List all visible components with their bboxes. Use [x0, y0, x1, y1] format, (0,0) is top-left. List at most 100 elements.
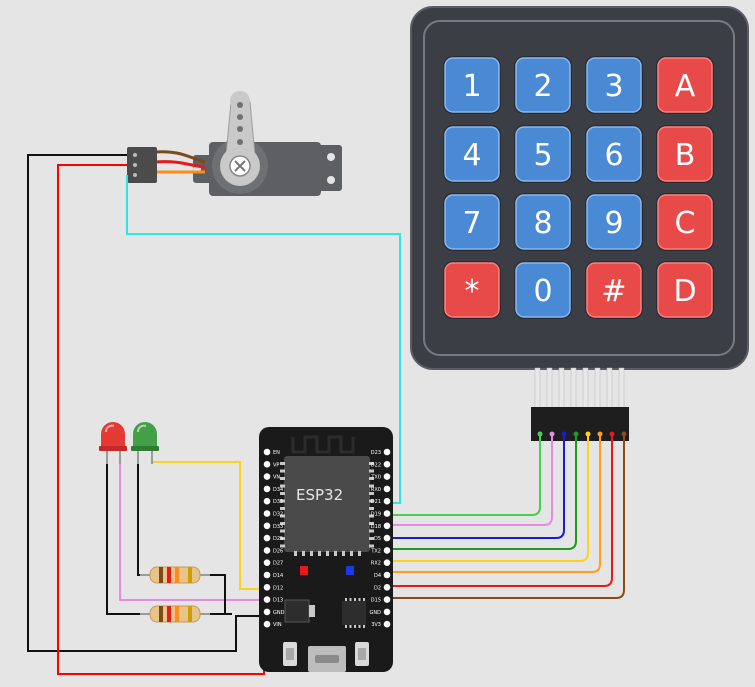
pin-label: D32	[273, 512, 283, 518]
pin-label: D2	[374, 585, 381, 591]
pin-label: D23	[371, 450, 381, 456]
pin-label: D35	[273, 499, 283, 505]
pin-rx2[interactable]: RX2	[371, 559, 391, 567]
green-led-wire	[152, 461, 267, 590]
key-1[interactable]: 1	[443, 56, 501, 114]
pin-vin[interactable]: VIN	[263, 620, 282, 628]
key-label: 0	[533, 274, 552, 309]
pin-d21[interactable]: D21	[371, 497, 391, 505]
servo-connector	[127, 147, 157, 183]
pin-tx0[interactable]: TX0	[370, 473, 391, 481]
esp32-board[interactable]: ESP32 ENVPVND34D35D32D33D25D26D27D14D12D…	[259, 427, 393, 672]
key-label: *	[465, 274, 480, 309]
pin-3v3[interactable]: 3V3	[371, 620, 391, 628]
key-a[interactable]: A	[656, 56, 714, 114]
key-c[interactable]: C	[656, 193, 714, 251]
pin-d26[interactable]: D26	[263, 547, 284, 554]
board-label: ESP32	[296, 486, 343, 504]
key-label: B	[675, 138, 696, 173]
key-7[interactable]: 7	[443, 193, 501, 251]
key-6[interactable]: 6	[585, 125, 643, 183]
power-wire	[57, 164, 265, 675]
pin-vn[interactable]: VN	[263, 473, 281, 481]
resistor-2[interactable]	[140, 605, 210, 623]
pin-d33[interactable]: D33	[263, 522, 284, 530]
pin-d23[interactable]: D23	[371, 448, 391, 456]
led-green[interactable]	[131, 422, 159, 464]
key-label: 3	[604, 69, 623, 104]
key-8[interactable]: 8	[514, 193, 572, 251]
pin-gnd[interactable]: GND	[263, 608, 285, 616]
pin-d18[interactable]: D18	[371, 522, 391, 530]
board-power-led	[300, 566, 308, 575]
pin-d14[interactable]: D14	[263, 571, 284, 579]
pin-label: D27	[273, 561, 283, 567]
keypad-wire-5	[388, 432, 589, 562]
led-red[interactable]	[99, 422, 127, 464]
pin-d32[interactable]: D32	[263, 510, 284, 518]
resistor-1[interactable]	[140, 566, 210, 584]
pin-label: RX0	[371, 487, 381, 493]
key-label: 6	[604, 138, 623, 173]
pin-label: GND	[370, 610, 382, 616]
voltage-regulator	[284, 599, 310, 623]
key-label: 2	[533, 69, 552, 104]
pin-d34[interactable]: D34	[263, 485, 284, 493]
key-0[interactable]: 0	[514, 261, 572, 319]
keypad-bezel	[423, 20, 735, 356]
pin-d25[interactable]: D25	[263, 534, 284, 542]
ground-wire	[27, 154, 267, 652]
pin-gnd[interactable]: GND	[370, 608, 391, 616]
pin-vp[interactable]: VP	[263, 461, 280, 468]
pin-label: D13	[273, 598, 283, 604]
servo-motor[interactable]	[127, 91, 342, 196]
key-hash[interactable]: #	[585, 261, 643, 319]
pin-label: D4	[374, 573, 381, 579]
key-9[interactable]: 9	[585, 193, 643, 251]
pin-d5[interactable]: D5	[374, 534, 391, 542]
pin-rx0[interactable]: RX0	[371, 485, 391, 493]
pin-d2[interactable]: D2	[374, 584, 391, 591]
pin-label: D5	[374, 536, 381, 542]
pin-tx2[interactable]: TX2	[370, 547, 391, 554]
pin-label: D14	[273, 573, 283, 579]
pin-label: D19	[371, 512, 381, 518]
pin-label: EN	[273, 450, 280, 456]
key-star[interactable]: *	[443, 261, 501, 319]
pin-d19[interactable]: D19	[371, 510, 391, 518]
pin-d27[interactable]: D27	[263, 559, 284, 567]
key-5[interactable]: 5	[514, 125, 572, 183]
pin-d35[interactable]: D35	[263, 497, 284, 505]
key-label: A	[675, 69, 696, 104]
keypad-connector	[531, 367, 629, 441]
pin-label: D18	[371, 524, 381, 530]
pin-d4[interactable]: D4	[374, 571, 391, 579]
pin-d15[interactable]: D15	[371, 596, 391, 604]
pin-label: D21	[371, 499, 381, 505]
key-4[interactable]: 4	[443, 125, 501, 183]
key-label: 9	[604, 206, 623, 241]
key-label: 7	[462, 206, 481, 241]
pin-label: D12	[273, 585, 283, 591]
pin-en[interactable]: EN	[263, 448, 280, 456]
key-b[interactable]: B	[656, 125, 714, 183]
pin-d22[interactable]: D22	[371, 461, 391, 468]
keypad-wire-7	[388, 432, 613, 587]
pin-d13[interactable]: D13	[263, 596, 284, 604]
keypad-wire-4	[388, 432, 577, 550]
key-3[interactable]: 3	[585, 56, 643, 114]
pin-label: D26	[273, 548, 283, 554]
key-2[interactable]: 2	[514, 56, 572, 114]
keypad-wire-8	[388, 432, 625, 599]
pin-d12[interactable]: D12	[263, 584, 284, 591]
keypad-wire-2	[388, 432, 553, 526]
pin-label: GND	[273, 610, 285, 616]
pin-label: VN	[273, 475, 280, 481]
pin-label: 3V3	[371, 622, 381, 628]
key-d[interactable]: D	[656, 261, 714, 319]
key-label: C	[675, 206, 696, 241]
pin-label: D22	[371, 462, 381, 468]
key-label: 8	[533, 206, 552, 241]
